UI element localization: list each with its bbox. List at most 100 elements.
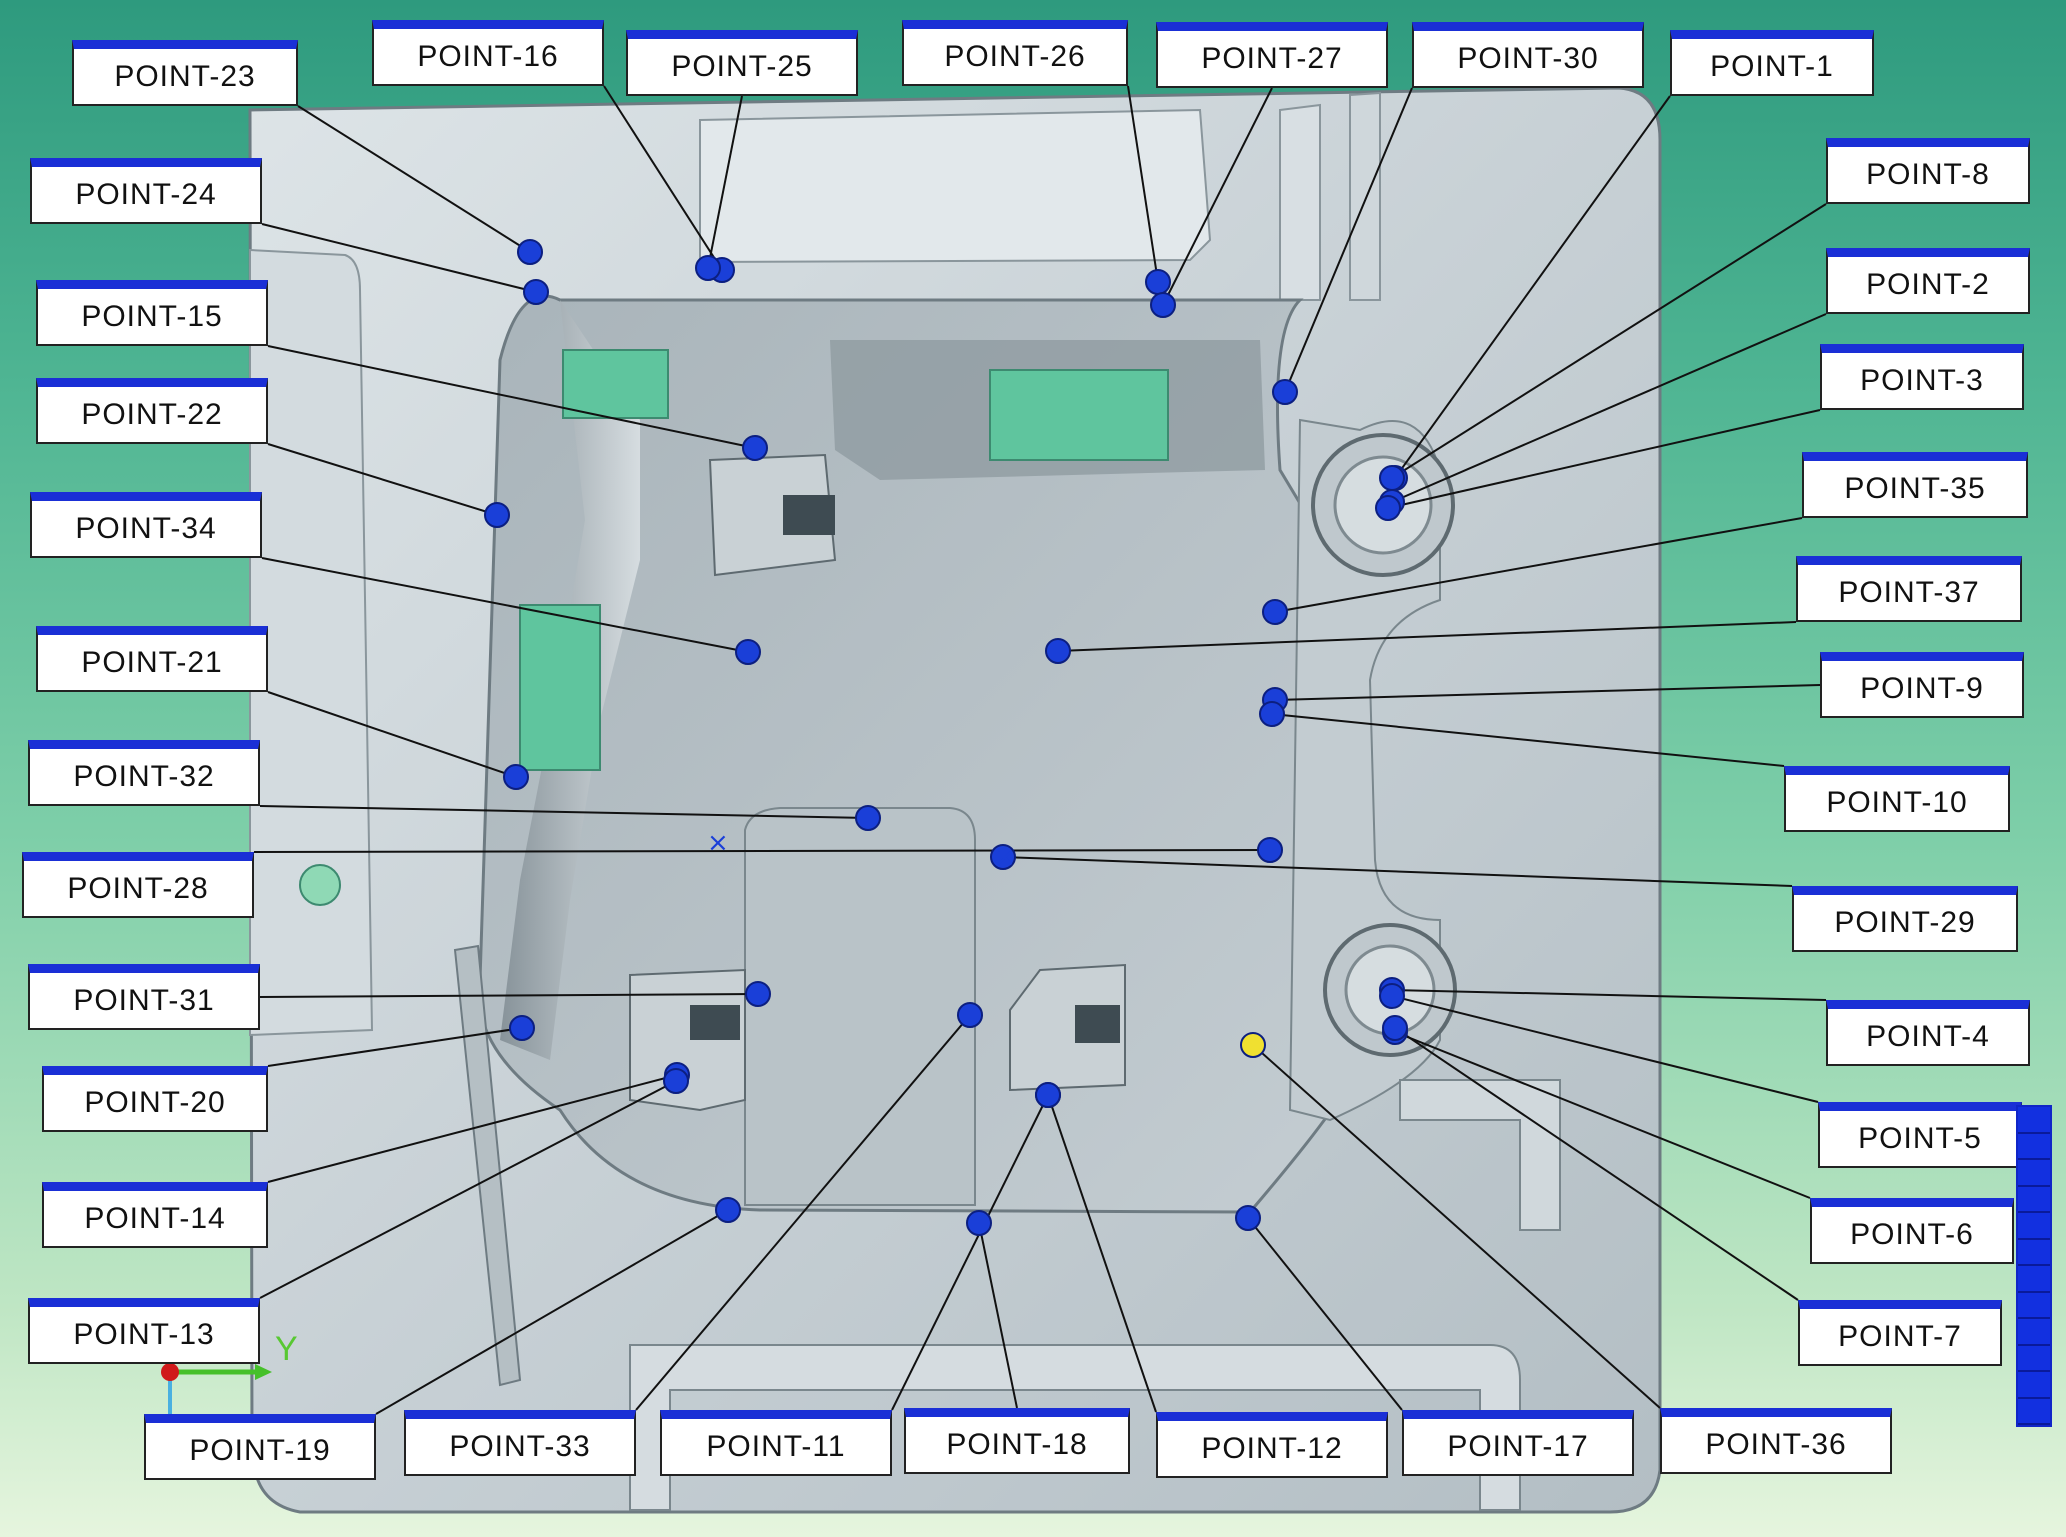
point-32-marker[interactable]	[855, 805, 881, 831]
scale-segment	[2018, 1213, 2050, 1240]
point-1-callout: POINT-1	[1670, 30, 1874, 96]
point-4-leader	[1391, 989, 1827, 1001]
scale-bar	[2016, 1105, 2052, 1427]
point-23-leader	[297, 105, 531, 253]
point-30-leader	[1284, 87, 1413, 393]
point-22-marker[interactable]	[484, 502, 510, 528]
point-12-leader	[1047, 1094, 1157, 1413]
point-34-marker[interactable]	[735, 639, 761, 665]
point-7-marker[interactable]	[1382, 1015, 1408, 1041]
point-9-callout: POINT-9	[1820, 652, 2024, 718]
top-rib	[1279, 103, 1321, 301]
cross-marker-icon: ×	[994, 843, 1016, 873]
point-28-leader	[253, 849, 1271, 853]
point-26-leader	[1127, 85, 1159, 283]
point-10-callout: POINT-10	[1784, 766, 2010, 832]
point-20-callout: POINT-20	[42, 1066, 268, 1132]
scale-segment	[2018, 1293, 2050, 1319]
point-17-leader	[1247, 1217, 1403, 1411]
point-10-marker[interactable]	[1259, 701, 1285, 727]
scale-segment	[2018, 1372, 2050, 1399]
point-7-callout: POINT-7	[1798, 1300, 2002, 1366]
point-34-callout: POINT-34	[30, 492, 262, 558]
point-21-callout: POINT-21	[36, 626, 268, 692]
point-23-marker[interactable]	[517, 239, 543, 265]
guide-rod	[453, 944, 522, 1387]
axis-y-label: Y	[275, 1330, 298, 1368]
top-rib	[1349, 91, 1381, 301]
point-12-marker[interactable]	[1035, 1082, 1061, 1108]
scale-segment	[2018, 1160, 2050, 1187]
scale-segment	[2018, 1319, 2050, 1346]
point-33-marker[interactable]	[957, 1002, 983, 1028]
point-7-leader	[1394, 1027, 1799, 1301]
point-29-marker[interactable]	[990, 844, 1016, 870]
point-5-callout: POINT-5	[1818, 1102, 2022, 1168]
point-35-callout: POINT-35	[1802, 452, 2028, 518]
point-29-callout: POINT-29	[1792, 886, 2018, 952]
point-31-leader	[259, 993, 759, 998]
point-25-leader	[707, 95, 743, 269]
point-3-callout: POINT-3	[1820, 344, 2024, 410]
point-34-leader	[261, 557, 749, 653]
point-1-leader	[1394, 95, 1671, 479]
cross-marker-icon: ×	[707, 828, 729, 858]
point-15-callout: POINT-15	[36, 280, 268, 346]
point-37-marker[interactable]	[1045, 638, 1071, 664]
point-31-marker[interactable]	[745, 981, 771, 1007]
point-14-leader	[267, 1074, 678, 1183]
point-13-marker[interactable]	[663, 1068, 689, 1094]
point-27-callout: POINT-27	[1156, 22, 1388, 88]
point-33-leader	[635, 1014, 971, 1411]
point-2-leader	[1391, 313, 1827, 503]
scale-segment	[2018, 1187, 2050, 1213]
center-tongue	[744, 807, 976, 1206]
point-18-marker[interactable]	[966, 1210, 992, 1236]
scale-segment	[2018, 1134, 2050, 1160]
point-35-leader	[1274, 517, 1803, 613]
point-29-leader	[1002, 856, 1793, 887]
point-11-callout: POINT-11	[660, 1410, 892, 1476]
point-24-marker[interactable]	[523, 279, 549, 305]
point-28-marker[interactable]	[1257, 837, 1283, 863]
point-13-leader	[259, 1080, 677, 1299]
recess-pad	[519, 604, 601, 771]
point-19-marker[interactable]	[715, 1197, 741, 1223]
point-36-callout: POINT-36	[1660, 1408, 1892, 1474]
point-13-callout: POINT-13	[28, 1298, 260, 1364]
point-19-leader	[375, 1209, 729, 1415]
point-5-marker[interactable]	[1379, 983, 1405, 1009]
point-20-leader	[267, 1027, 523, 1067]
recess-pad	[562, 349, 669, 419]
point-8-marker[interactable]	[1379, 465, 1405, 491]
point-30-marker[interactable]	[1272, 379, 1298, 405]
point-6-leader	[1394, 1031, 1811, 1199]
point-36-marker[interactable]	[1240, 1032, 1266, 1058]
scale-segment	[2018, 1399, 2050, 1425]
point-35-marker[interactable]	[1262, 599, 1288, 625]
point-21-marker[interactable]	[503, 764, 529, 790]
point-15-marker[interactable]	[742, 435, 768, 461]
point-25-marker[interactable]	[695, 255, 721, 281]
point-17-marker[interactable]	[1235, 1205, 1261, 1231]
recess-hole	[299, 864, 341, 906]
left-flange	[249, 248, 374, 1037]
point-21-leader	[267, 691, 517, 778]
point-36-leader	[1252, 1044, 1661, 1409]
point-16-callout: POINT-16	[372, 20, 604, 86]
point-3-marker[interactable]	[1375, 495, 1401, 521]
point-24-callout: POINT-24	[30, 158, 262, 224]
point-26-marker[interactable]	[1145, 269, 1171, 295]
point-30-callout: POINT-30	[1412, 22, 1644, 88]
bottom-frame	[629, 1344, 1521, 1511]
point-22-callout: POINT-22	[36, 378, 268, 444]
point-27-marker[interactable]	[1150, 292, 1176, 318]
point-12-callout: POINT-12	[1156, 1412, 1388, 1478]
right-frame	[1399, 1079, 1561, 1231]
point-20-marker[interactable]	[509, 1015, 535, 1041]
point-8-leader	[1391, 203, 1827, 479]
point-18-callout: POINT-18	[904, 1408, 1130, 1474]
point-37-callout: POINT-37	[1796, 556, 2022, 622]
